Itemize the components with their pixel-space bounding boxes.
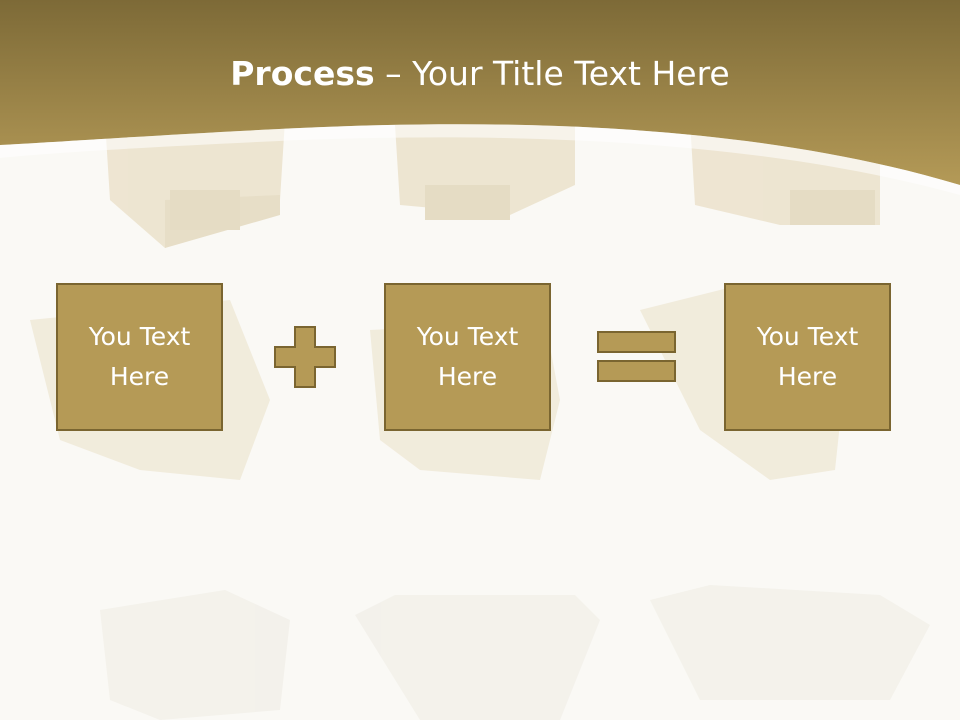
process-box-1-text: You Text Here: [88, 322, 191, 391]
title-rest-text: – Your Title Text Here: [374, 54, 730, 93]
slide-title: Process – Your Title Text Here: [0, 52, 960, 96]
equals-icon: [597, 331, 676, 382]
header-curve-highlight: [0, 124, 960, 195]
process-box-3-text: You Text Here: [756, 322, 859, 391]
faded-box-graphic: [395, 120, 575, 220]
plus-icon: [274, 326, 336, 388]
process-box-2[interactable]: You Text Here: [384, 283, 551, 431]
process-box-3[interactable]: You Text Here: [724, 283, 891, 431]
reflection-graphic: [100, 585, 930, 720]
title-bold-text: Process: [230, 54, 375, 93]
process-box-1[interactable]: You Text Here: [56, 283, 223, 431]
faded-box-graphic: [105, 120, 285, 248]
header-band: [0, 0, 960, 185]
process-box-2-text: You Text Here: [416, 322, 519, 391]
